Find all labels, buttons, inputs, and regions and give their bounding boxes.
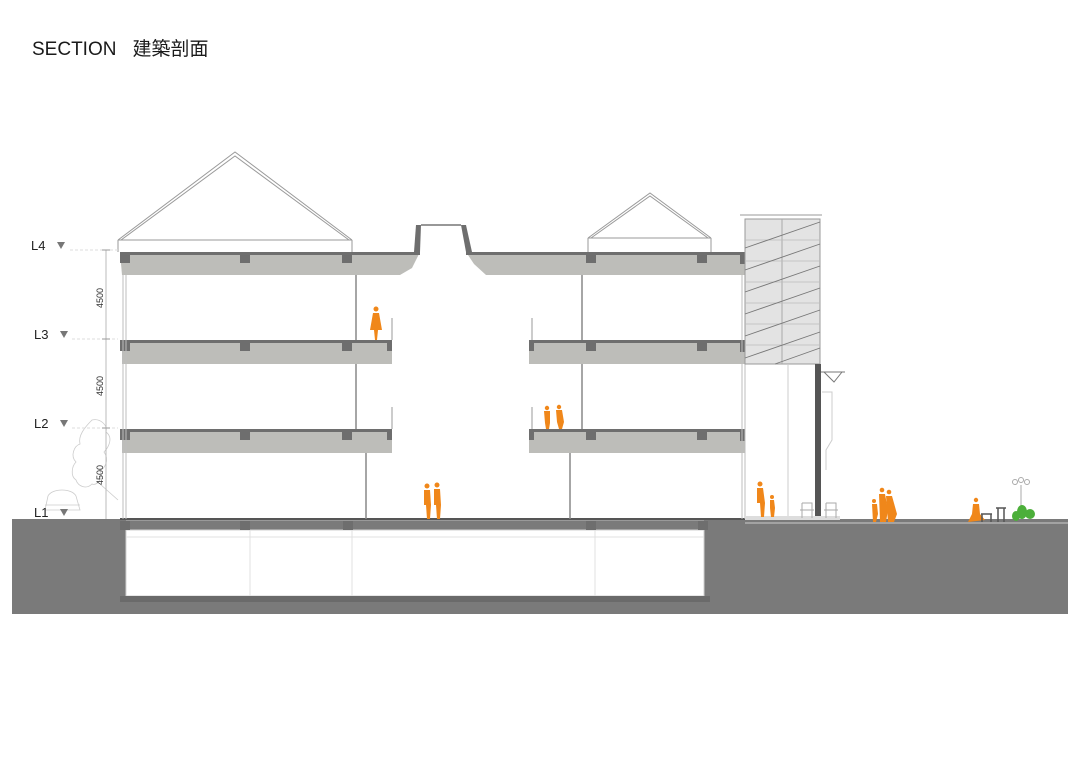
level-marker-l4: L4 xyxy=(31,238,118,253)
basement xyxy=(120,519,710,602)
title-cn: 建築剖面 xyxy=(132,38,209,60)
slab-l2-left xyxy=(120,429,392,453)
skylight xyxy=(414,224,472,252)
person-icon xyxy=(879,487,888,522)
person-icon xyxy=(886,489,897,522)
glazing xyxy=(355,275,583,519)
svg-text:L2: L2 xyxy=(34,416,48,431)
svg-text:L3: L3 xyxy=(34,327,48,342)
level-marker-l2: L2 xyxy=(34,416,118,431)
title-en: SECTION xyxy=(32,39,117,60)
person-icon xyxy=(757,481,765,517)
roof-left xyxy=(117,151,353,252)
car-icon xyxy=(44,489,81,511)
svg-text:L4: L4 xyxy=(31,238,45,253)
person-icon xyxy=(556,404,564,429)
tree-icon xyxy=(71,419,119,501)
terrace-step xyxy=(745,516,840,520)
people xyxy=(370,306,985,522)
slab-l2-right xyxy=(529,429,745,453)
dimension-line: 4500 4500 4500 xyxy=(95,249,110,519)
cafe-chairs xyxy=(800,502,838,518)
svg-text:4500: 4500 xyxy=(95,465,105,485)
person-icon xyxy=(434,482,441,519)
svg-text:L1: L1 xyxy=(34,505,48,520)
page-title: SECTION 建築剖面 xyxy=(32,34,208,61)
roof-right xyxy=(587,192,712,252)
person-icon xyxy=(424,483,431,519)
screen-tower xyxy=(740,214,845,519)
svg-text:4500: 4500 xyxy=(95,376,105,396)
facade-lines xyxy=(122,275,746,519)
person-icon xyxy=(770,495,775,517)
person-icon xyxy=(370,306,382,340)
plant-icon xyxy=(1012,505,1035,521)
svg-text:4500: 4500 xyxy=(95,288,105,308)
level-marker-l3: L3 xyxy=(34,327,118,342)
slab-l4-right xyxy=(466,252,745,275)
bench-icon xyxy=(981,507,1006,522)
person-icon xyxy=(968,497,985,522)
person-icon xyxy=(544,405,550,429)
street-lamp-icon xyxy=(1012,477,1030,508)
slab-l3-left xyxy=(120,340,392,364)
slab-l4-left xyxy=(120,252,420,275)
person-icon xyxy=(872,499,878,522)
slab-l3-right xyxy=(529,340,745,364)
level-marker-l1: L1 xyxy=(34,505,68,520)
